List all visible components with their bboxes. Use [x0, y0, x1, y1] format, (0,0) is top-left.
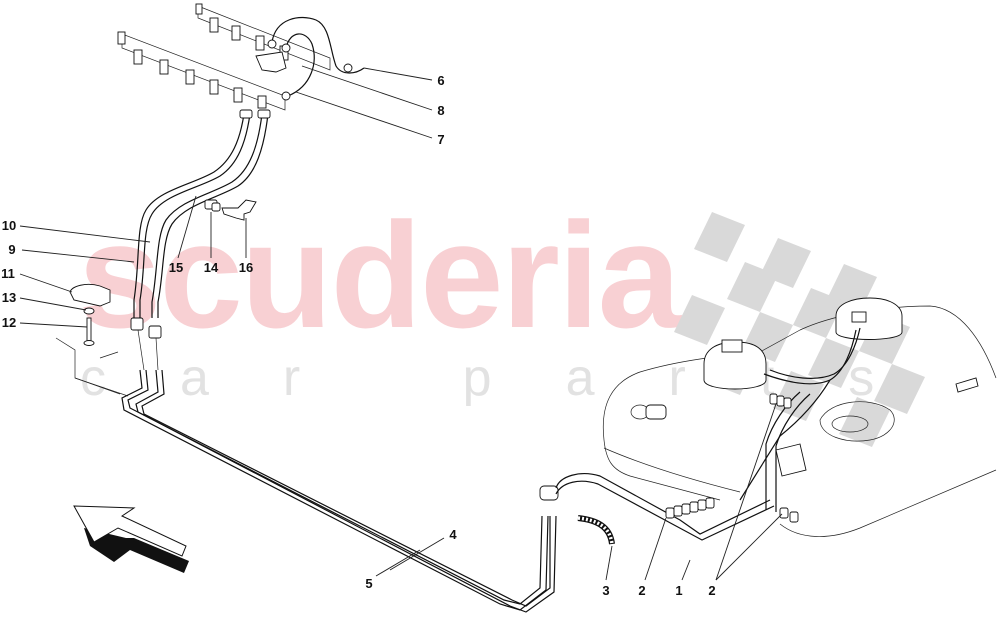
main-fuel-lines [121, 369, 775, 613]
fuel-tank [602, 297, 997, 537]
front-direction-arrow-icon [73, 505, 189, 573]
fuel-feed-pipes [130, 109, 271, 371]
callout-4[interactable]: 4 [449, 527, 457, 542]
callout-14[interactable]: 14 [203, 260, 219, 275]
callout-5[interactable]: 5 [365, 576, 373, 591]
callout-8[interactable]: 8 [437, 103, 445, 118]
checkered-flag-watermark [674, 212, 925, 447]
clamp-and-bolt [55, 283, 129, 397]
callout-15[interactable]: 15 [168, 260, 184, 275]
callout-leader-lines [19, 65, 783, 581]
callout-13[interactable]: 13 [1, 290, 17, 305]
callout-2a[interactable]: 2 [638, 583, 646, 598]
callout-6[interactable]: 6 [437, 73, 445, 88]
callout-16[interactable]: 16 [238, 260, 254, 275]
flex-hose [577, 515, 615, 545]
pipe-clips-and-bracket [204, 199, 257, 221]
callout-3[interactable]: 3 [602, 583, 610, 598]
fuel-injector-rails [117, 3, 365, 111]
callout-2b[interactable]: 2 [708, 583, 716, 598]
watermark-brand: scuderia [78, 191, 681, 359]
callout-11[interactable]: 11 [1, 266, 15, 281]
callout-9[interactable]: 9 [8, 242, 16, 257]
callout-12[interactable]: 12 [1, 315, 17, 330]
callout-10[interactable]: 10 [1, 218, 17, 233]
callout-1[interactable]: 1 [675, 583, 683, 598]
callout-7[interactable]: 7 [437, 132, 445, 147]
